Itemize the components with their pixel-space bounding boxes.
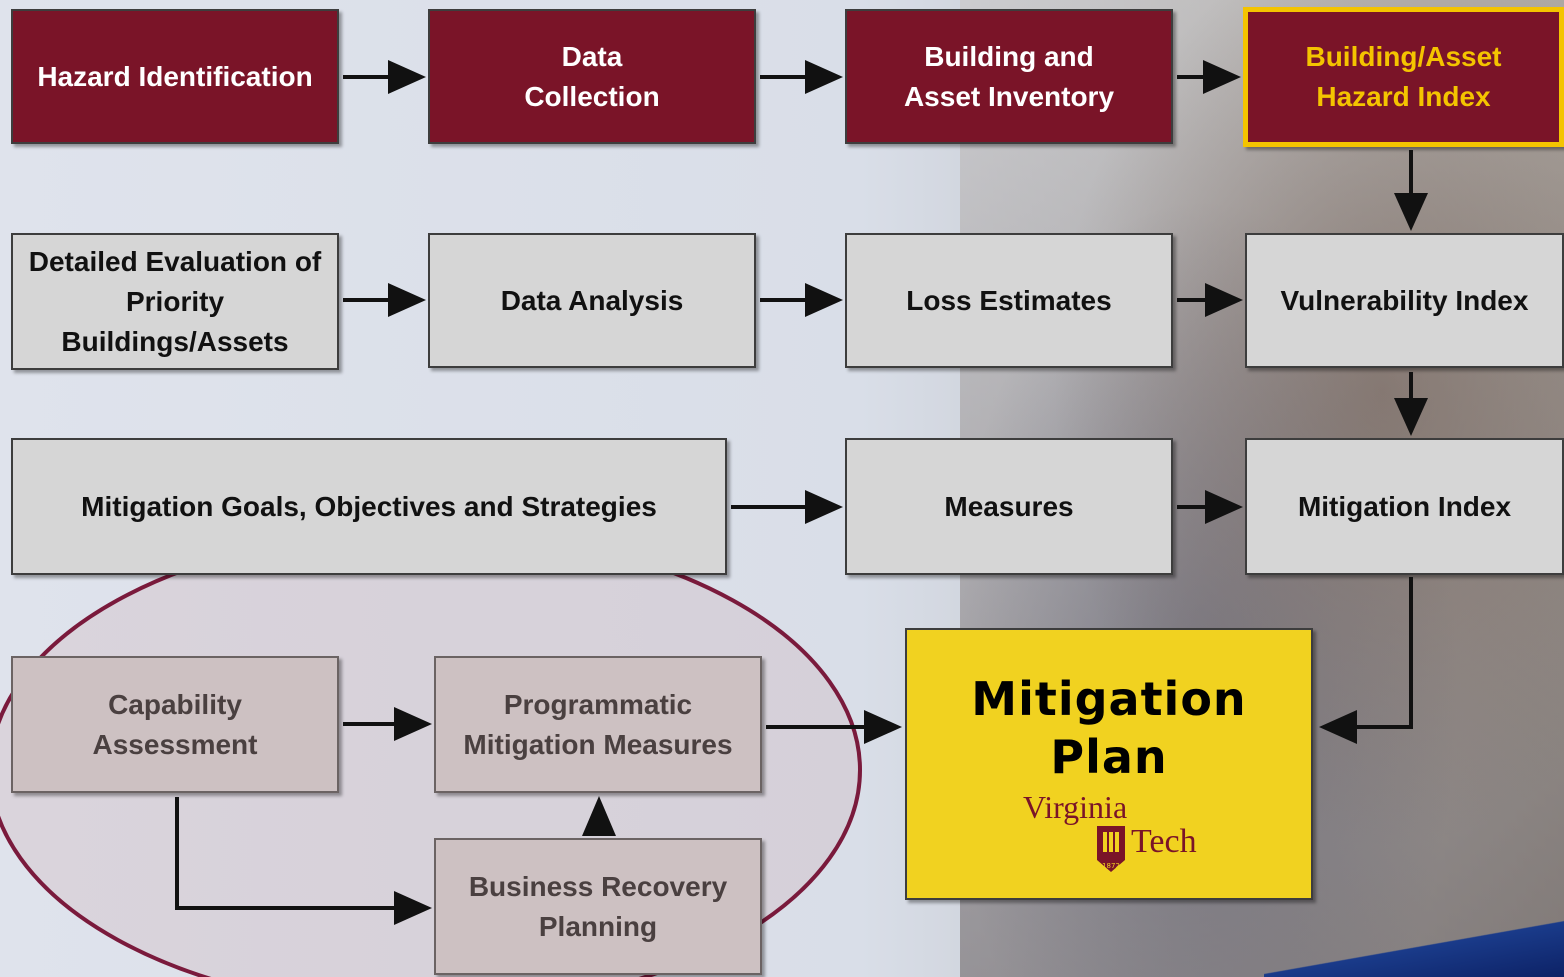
mitigation-goals-box: Mitigation Goals, Objectives and Strateg… [11,438,727,575]
mitigation-index-box: Mitigation Index [1245,438,1564,575]
hazard-identification-box: Hazard Identification [11,9,339,144]
logo-year: 1872 [1102,862,1120,870]
programmatic-mitigation-measures-box: Programmatic Mitigation Measures [434,656,762,793]
loss-estimates-box: Loss Estimates [845,233,1173,368]
measures-box: Measures [845,438,1173,575]
building-asset-inventory-box: Building and Asset Inventory [845,9,1173,144]
data-collection-box: Data Collection [428,9,756,144]
mitigation-plan-title: Mitigation Plan [971,672,1247,784]
logo-word-virginia: Virginia [1023,789,1127,825]
business-recovery-planning-box: Business Recovery Planning [434,838,762,975]
detailed-evaluation-box: Detailed Evaluation of Priority Building… [11,233,339,370]
vulnerability-index-box: Vulnerability Index [1245,233,1564,368]
data-analysis-box: Data Analysis [428,233,756,368]
capability-assessment-box: Capability Assessment [11,656,339,793]
virginia-tech-logo: Virginia 1872 Tech [1023,789,1197,872]
logo-word-tech: Tech [1131,823,1197,860]
mitigation-plan-box: Mitigation Plan Virginia 1872 Tech [905,628,1313,900]
background-corner-stripe [1264,917,1564,977]
building-asset-hazard-index-box: Building/Asset Hazard Index [1243,7,1564,147]
